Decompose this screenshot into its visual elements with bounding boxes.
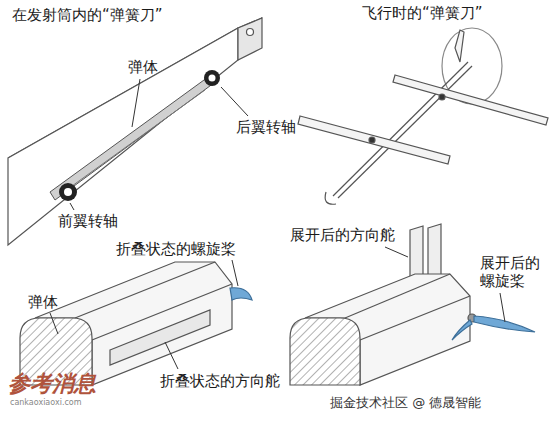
launch-tube	[8, 18, 262, 245]
part-label: 折叠状态的方向舵	[160, 372, 280, 390]
figure-title: 在发射筒内的“弹簧刀”	[12, 6, 163, 24]
flying-drone	[298, 28, 548, 204]
watermark: 掘金技术社区 @ 德晟智能	[330, 394, 481, 412]
figure-title: 飞行时的“弹簧刀”	[362, 4, 483, 22]
part-label: 展开后的螺旋桨	[480, 254, 544, 290]
watermark: cankaoxiaoxi.com	[10, 398, 82, 408]
part-label: 弹体	[128, 58, 158, 76]
part-label: 折叠状态的螺旋桨	[116, 240, 236, 258]
part-label: 弹体	[28, 293, 58, 311]
folded-body	[20, 262, 252, 385]
leader-lines	[50, 79, 505, 369]
part-label: 后翼转轴	[236, 118, 296, 136]
part-label: 展开后的方向舵	[290, 226, 395, 244]
deployed-body	[290, 224, 535, 385]
watermark: 参考消息	[8, 370, 96, 396]
missile-body-in-tube	[50, 70, 220, 201]
part-label: 前翼转轴	[58, 212, 118, 230]
